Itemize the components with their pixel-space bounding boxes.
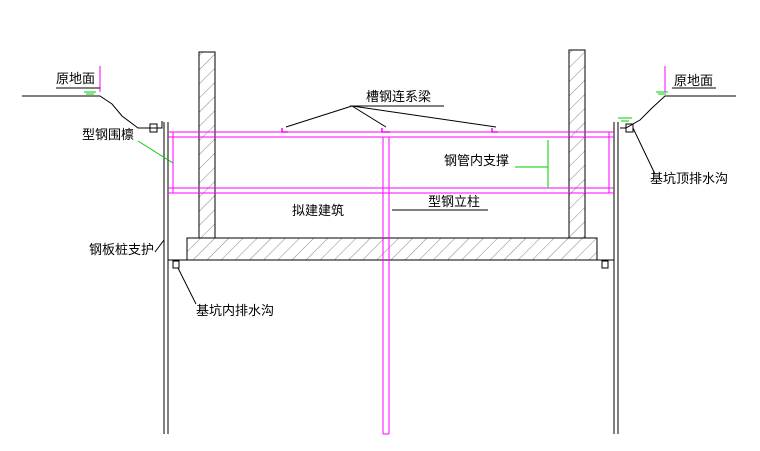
inner-drain-ditch-right: [601, 260, 609, 269]
label-pipe-support: 钢管内支撑: [444, 154, 510, 169]
top-drain-ditch-left: [149, 123, 158, 133]
label-ground-right: 原地面: [674, 74, 714, 89]
label-inner-drain: 基坑内排水沟: [196, 304, 275, 319]
ground-left: [22, 95, 163, 129]
steel-column: [382, 137, 390, 435]
top-drain-ditch-right: [625, 123, 634, 133]
label-building: 拟建建筑: [292, 204, 345, 219]
sheet-pile-left: [163, 122, 169, 434]
pipe-support-upper: [168, 131, 614, 138]
sheet-pile-right: [613, 122, 619, 434]
inner-drain-ditch-left: [172, 260, 180, 269]
leader-channel-beam: [285, 105, 497, 128]
top-drain-marker: [618, 117, 632, 122]
leader-inner-drain: [177, 267, 197, 305]
building-foundation-slab: [186, 237, 598, 261]
leader-steel-purlin: [137, 140, 174, 164]
steel-purlin: [172, 132, 610, 193]
leader-sheet-pile: [154, 239, 165, 253]
label-sheet-pile: 钢板桩支护: [89, 243, 155, 258]
ground-elevation-marker-right: [656, 91, 668, 95]
label-channel-beam: 槽钢连系梁: [366, 90, 432, 105]
label-steel-purlin: 型钢围檩: [82, 128, 135, 143]
channel-beam-markers: [281, 128, 498, 133]
label-top-drain: 基坑顶排水沟: [650, 172, 729, 187]
pipe-support-lower: [168, 187, 614, 194]
ground-elevation-marker-left: [84, 91, 96, 95]
building-wall-left: [198, 51, 216, 239]
label-steel-column: 型钢立柱: [428, 195, 481, 210]
building-wall-right: [568, 49, 586, 239]
leader-top-drain: [632, 127, 656, 175]
leader-pipe-support: [515, 140, 549, 188]
label-ground-left: 原地面: [56, 72, 96, 87]
ground-right: [620, 95, 736, 129]
